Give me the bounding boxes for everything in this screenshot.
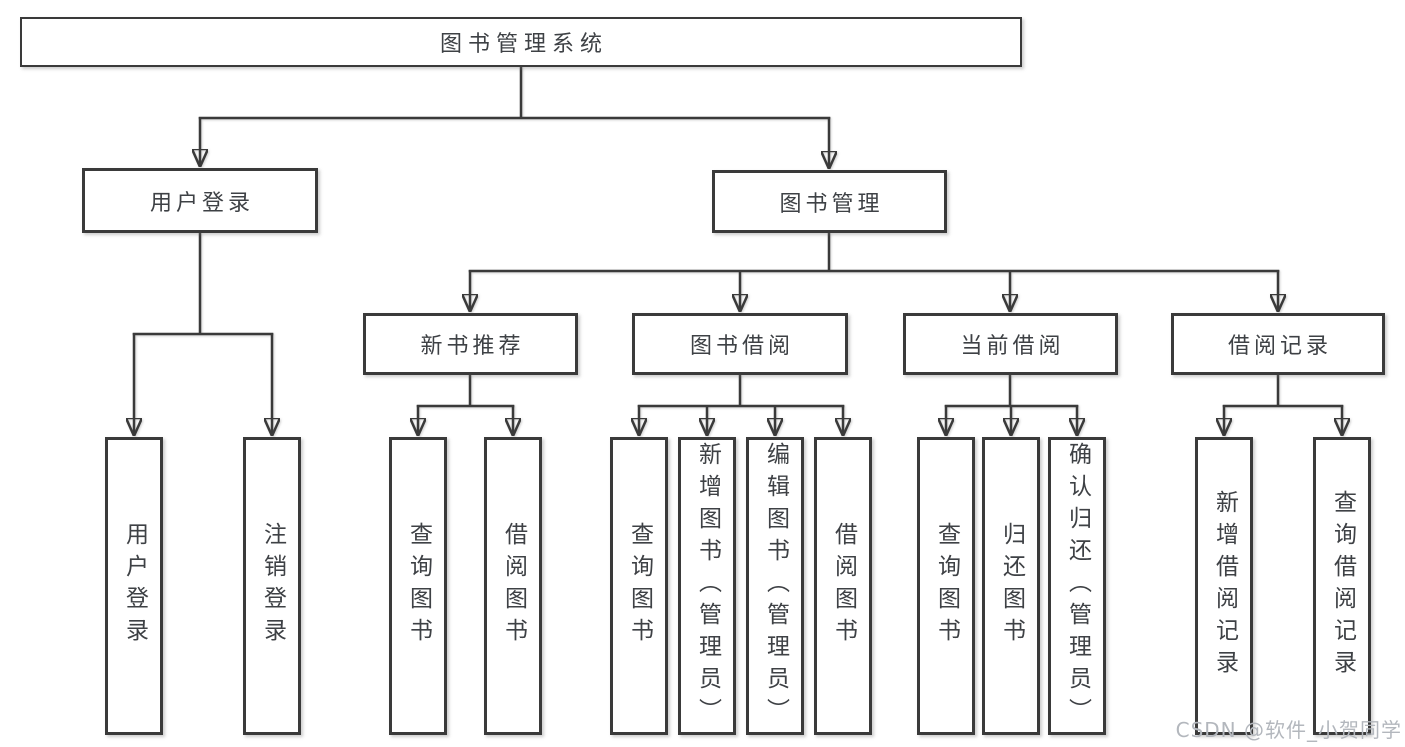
node-current-borrowing-label: 当前借阅: [960, 334, 1065, 359]
node-new-book-recommendation-label: 新书推荐: [420, 334, 525, 359]
leaf-add-books-admin: 新增图书（管理员）: [678, 437, 736, 735]
leaf-edit-books-admin-label: 编辑图书（管理员）: [762, 442, 789, 730]
leaf-borrow-books-recommend: 借阅图书: [484, 437, 542, 735]
leaf-borrow-books-borrowing-label: 借阅图书: [830, 522, 857, 650]
leaf-return-books: 归还图书: [982, 437, 1040, 735]
leaf-edit-books-admin: 编辑图书（管理员）: [746, 437, 804, 735]
node-book-borrowing: 图书借阅: [632, 313, 848, 375]
leaf-query-books-borrowing-label: 查询图书: [626, 522, 653, 650]
leaf-borrow-books-borrowing: 借阅图书: [814, 437, 872, 735]
leaf-user-login: 用户登录: [105, 437, 163, 735]
leaf-logout-login-label: 注销登录: [259, 522, 286, 650]
leaf-add-borrow-record-label: 新增借阅记录: [1211, 490, 1238, 682]
leaf-borrow-books-recommend-label: 借阅图书: [500, 522, 527, 650]
leaf-query-borrow-record-label: 查询借阅记录: [1329, 490, 1356, 682]
node-user-login-label: 用户登录: [149, 190, 254, 216]
leaf-query-books-current-label: 查询图书: [933, 522, 960, 650]
leaf-query-borrow-record: 查询借阅记录: [1313, 437, 1371, 735]
node-book-management: 图书管理: [712, 170, 947, 233]
node-current-borrowing: 当前借阅: [903, 313, 1118, 375]
connector-skeleton: [132, 66, 1344, 408]
node-root: 图书管理系统: [20, 17, 1022, 67]
node-book-management-label: 图书管理: [779, 191, 884, 217]
leaf-query-books-current: 查询图书: [917, 437, 975, 735]
leaf-query-books-recommend-label: 查询图书: [405, 522, 432, 650]
leaf-confirm-return-admin-label: 确认归还（管理员）: [1064, 442, 1091, 730]
node-root-label: 图书管理系统: [439, 32, 608, 57]
leaf-query-books-borrowing: 查询图书: [610, 437, 668, 735]
watermark: CSDN @软件_小贺同学: [1175, 718, 1402, 742]
node-user-login: 用户登录: [82, 168, 318, 233]
leaf-confirm-return-admin: 确认归还（管理员）: [1048, 437, 1106, 735]
leaf-add-books-admin-label: 新增图书（管理员）: [694, 442, 721, 730]
node-new-book-recommendation: 新书推荐: [363, 313, 578, 375]
node-book-borrowing-label: 图书借阅: [689, 334, 794, 359]
node-borrowing-records: 借阅记录: [1171, 313, 1385, 375]
leaf-logout-login: 注销登录: [243, 437, 301, 735]
leaf-query-books-recommend: 查询图书: [389, 437, 447, 735]
node-borrowing-records-label: 借阅记录: [1227, 334, 1332, 359]
leaf-add-borrow-record: 新增借阅记录: [1195, 437, 1253, 735]
leaf-user-login-label: 用户登录: [121, 522, 148, 650]
leaf-return-books-label: 归还图书: [998, 522, 1025, 650]
